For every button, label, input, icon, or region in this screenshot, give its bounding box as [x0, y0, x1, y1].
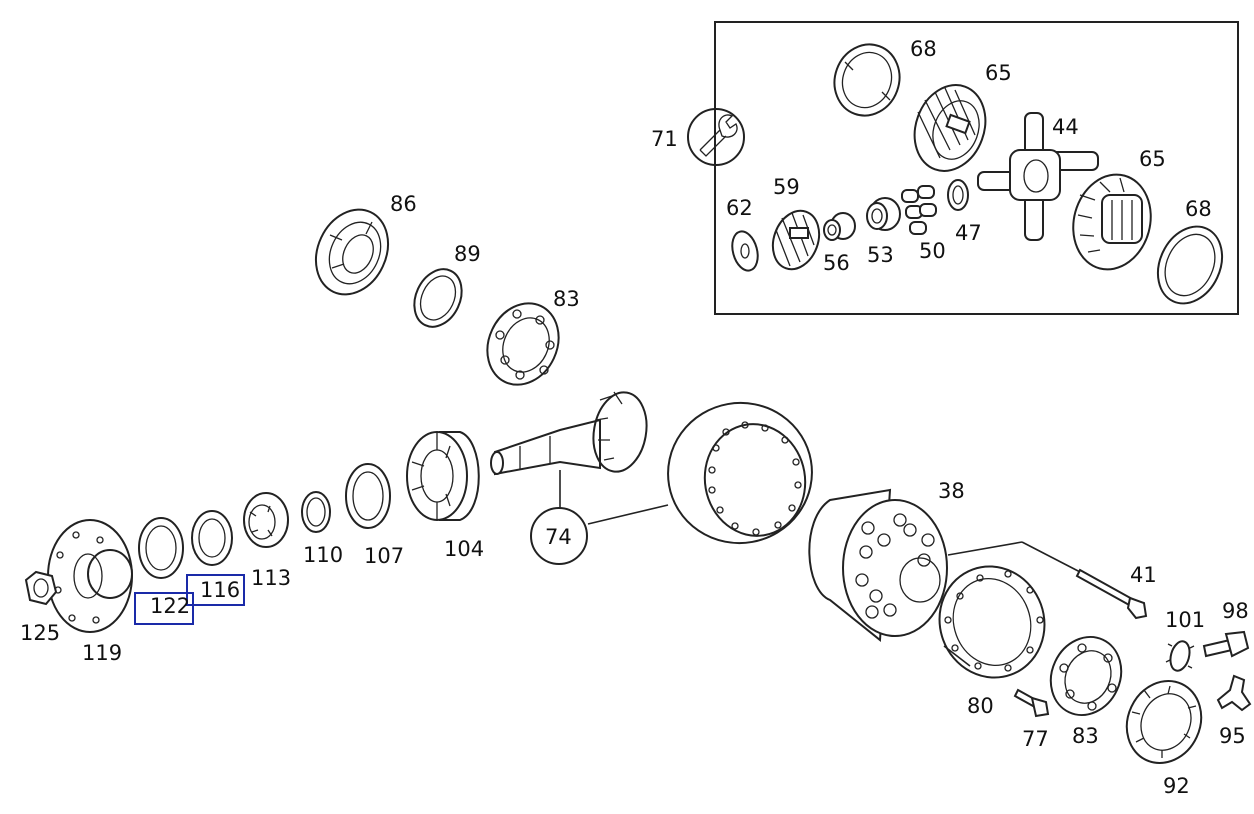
label-95: 95: [1219, 724, 1246, 748]
part-104-roller-bearing[interactable]: [406, 431, 480, 521]
label-68-right: 68: [1185, 197, 1212, 221]
label-122: 122: [150, 594, 190, 618]
part-65-side-gear-top[interactable]: [903, 75, 997, 181]
part-62-thrust-washer[interactable]: [728, 229, 762, 274]
label-59: 59: [773, 175, 800, 199]
part-122-radial-seal[interactable]: [138, 517, 184, 579]
part-53-bushing[interactable]: [866, 197, 901, 231]
part-83-tapered-bearing-upper[interactable]: [474, 292, 571, 397]
part-47-bushing[interactable]: [947, 179, 969, 211]
part-77-screw[interactable]: [1013, 688, 1050, 718]
label-83-lower: 83: [1072, 724, 1099, 748]
part-101-lock-washer[interactable]: [1165, 639, 1195, 673]
part-41-bolt[interactable]: [1075, 568, 1148, 620]
part-95-locking-tab[interactable]: [1216, 674, 1252, 712]
differential-inset-frame: [714, 21, 1239, 315]
wrench-icon: [699, 114, 738, 157]
highlight-box-116: [186, 574, 245, 606]
part-56-bushing[interactable]: [823, 212, 856, 241]
label-47: 47: [955, 221, 982, 245]
part-113-ball-bearing[interactable]: [243, 492, 289, 548]
label-80: 80: [967, 694, 994, 718]
part-74-pinion-shaft[interactable]: [490, 388, 653, 476]
part-125-collar-nut[interactable]: [24, 570, 58, 606]
part-107-seal-ring[interactable]: [345, 463, 391, 529]
label-77: 77: [1022, 727, 1049, 751]
label-65-top: 65: [985, 61, 1012, 85]
label-38: 38: [938, 479, 965, 503]
part-86-radial-seal[interactable]: [303, 198, 402, 306]
label-104: 104: [444, 537, 484, 561]
label-107: 107: [364, 544, 404, 568]
label-113: 113: [251, 566, 291, 590]
highlight-box-122: [134, 592, 194, 625]
part-44-differential-spider[interactable]: [977, 112, 1099, 241]
label-62: 62: [726, 196, 753, 220]
part-65-side-gear-right[interactable]: [1063, 166, 1161, 278]
label-116: 116: [200, 578, 240, 602]
label-56: 56: [823, 251, 850, 275]
part-119-flange[interactable]: [47, 519, 133, 633]
label-101: 101: [1165, 608, 1205, 632]
label-74: 74: [545, 525, 572, 549]
part-116-seal[interactable]: [191, 510, 233, 566]
part-38-differential-case[interactable]: [808, 488, 948, 642]
label-65-right: 65: [1139, 147, 1166, 171]
part-83-tapered-bearing-lower[interactable]: [1038, 625, 1133, 726]
part-59-differential-pinion[interactable]: [765, 204, 827, 275]
part-80-lock-plate[interactable]: [924, 552, 1060, 693]
part-110-shim[interactable]: [301, 491, 331, 533]
part-92-adjusting-nut[interactable]: [1114, 669, 1215, 776]
part-68-thrust-ring-right[interactable]: [1146, 216, 1234, 314]
part-71-tightening-torque-symbol: [687, 108, 745, 166]
label-41: 41: [1130, 563, 1157, 587]
label-125: 125: [20, 621, 60, 645]
label-68-top: 68: [910, 37, 937, 61]
label-53: 53: [867, 243, 894, 267]
label-98: 98: [1222, 599, 1249, 623]
label-119: 119: [82, 641, 122, 665]
label-50: 50: [919, 239, 946, 263]
part-98-bolt[interactable]: [1202, 630, 1250, 658]
label-86: 86: [390, 192, 417, 216]
label-92: 92: [1163, 774, 1190, 798]
part-74-ring-gear[interactable]: [657, 392, 823, 555]
label-110: 110: [303, 543, 343, 567]
part-68-thrust-ring-top[interactable]: [825, 35, 910, 125]
label-44: 44: [1052, 115, 1079, 139]
part-50-needle-rollers[interactable]: [901, 185, 937, 235]
label-83-upper: 83: [553, 287, 580, 311]
part-74-callout-circle: [530, 507, 588, 565]
label-89: 89: [454, 242, 481, 266]
label-71: 71: [651, 127, 678, 151]
part-89-spacer-ring[interactable]: [405, 262, 470, 335]
